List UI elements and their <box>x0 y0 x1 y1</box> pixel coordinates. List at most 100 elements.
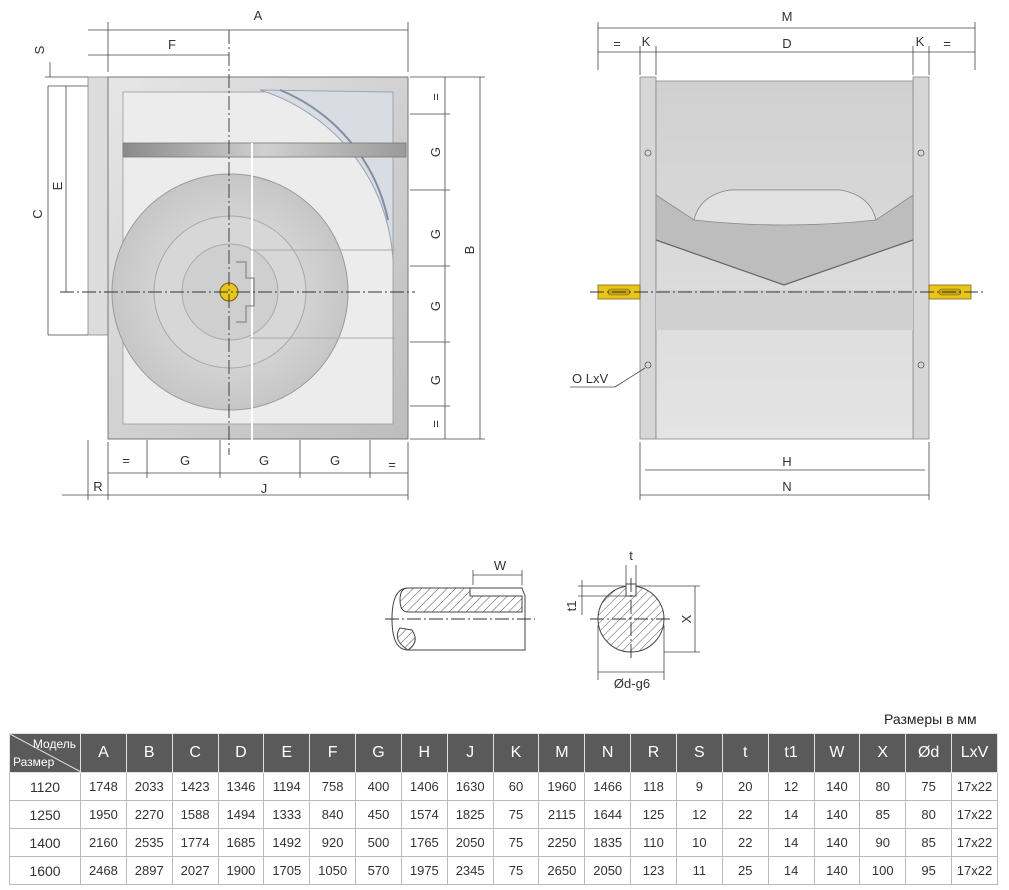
table-cell: 17x22 <box>951 800 998 829</box>
dim-eq-right-top: = <box>428 93 443 101</box>
table-cell: 1960 <box>538 772 586 801</box>
table-cell: 140 <box>813 800 861 829</box>
table-cell: 75 <box>492 856 540 885</box>
table-cell: 1630 <box>446 772 494 801</box>
column-header: X <box>859 733 907 773</box>
corner-diagonal <box>10 734 81 772</box>
dim-c: C <box>30 209 45 218</box>
callout-lxv: O LxV <box>572 371 608 386</box>
column-header: t1 <box>767 733 815 773</box>
table-cell: 2027 <box>171 856 219 885</box>
table-cell: 1574 <box>400 800 448 829</box>
table-cell: 1774 <box>171 828 219 857</box>
dim-g-bottom-3: G <box>330 453 340 468</box>
table-cell: 14 <box>767 800 815 829</box>
dim-k-right: K <box>916 34 925 49</box>
dim-j: J <box>261 481 268 496</box>
dim-k-left: K <box>642 34 651 49</box>
table-cell: 1406 <box>400 772 448 801</box>
table-cell: 1705 <box>263 856 311 885</box>
table-cell: 110 <box>630 828 677 857</box>
dim-w: W <box>494 558 507 573</box>
table-cell: 1950 <box>80 800 127 829</box>
table-cell: 80 <box>905 800 953 829</box>
dim-g-right-2: G <box>428 229 443 239</box>
table-cell: 570 <box>355 856 402 885</box>
dim-g-bottom-1: G <box>180 453 190 468</box>
table-cell: 17x22 <box>951 856 998 885</box>
dim-eq-right-bottom: = <box>428 420 443 428</box>
column-header: S <box>675 733 723 773</box>
dim-g-right-4: G <box>428 375 443 385</box>
row-size-cell: 1250 <box>9 800 81 829</box>
table-cell: 17x22 <box>951 828 998 857</box>
dim-g-right-1: G <box>428 147 443 157</box>
table-cell: 1644 <box>584 800 632 829</box>
column-header: C <box>171 733 219 773</box>
table-cell: 11 <box>675 856 723 885</box>
table-cell: 1492 <box>263 828 311 857</box>
table-cell: 118 <box>630 772 677 801</box>
dim-d-g6: Ød-g6 <box>614 676 650 691</box>
corner-cell: Модель Размер <box>9 733 81 773</box>
table-cell: 9 <box>675 772 723 801</box>
table-cell: 2535 <box>125 828 173 857</box>
table-cell: 2345 <box>446 856 494 885</box>
table-cell: 123 <box>630 856 677 885</box>
table-cell: 2270 <box>125 800 173 829</box>
table-cell: 140 <box>813 828 861 857</box>
shaft-cross-section: t t1 X Ød-g6 <box>564 548 700 691</box>
table-cell: 1194 <box>263 772 311 801</box>
front-view: A F S C E = G G G G = B = G G G = R J <box>30 8 485 500</box>
table-cell: 17x22 <box>951 772 998 801</box>
dim-t1: t1 <box>564 601 579 612</box>
table-cell: 2050 <box>584 856 632 885</box>
table-cell: 85 <box>905 828 953 857</box>
table-cell: 2160 <box>80 828 127 857</box>
table-cell: 100 <box>859 856 907 885</box>
table-cell: 1765 <box>400 828 448 857</box>
shaft-end-detail: W <box>385 558 535 651</box>
table-cell: 1494 <box>217 800 265 829</box>
dim-eq-bottom-right: = <box>388 457 396 472</box>
table-cell: 95 <box>905 856 953 885</box>
column-header: J <box>446 733 494 773</box>
column-header: Ød <box>905 733 953 773</box>
table-cell: 1825 <box>446 800 494 829</box>
table-cell: 2650 <box>538 856 586 885</box>
column-header: N <box>584 733 632 773</box>
table-cell: 90 <box>859 828 907 857</box>
table-cell: 1346 <box>217 772 265 801</box>
dim-eq-bottom-left: = <box>122 453 130 468</box>
table-cell: 140 <box>813 856 861 885</box>
column-header: R <box>630 733 677 773</box>
dim-h: H <box>782 454 791 469</box>
table-cell: 2115 <box>538 800 586 829</box>
dim-f: F <box>168 37 176 52</box>
dim-a: A <box>254 8 263 23</box>
technical-drawing: A F S C E = G G G G = B = G G G = R J <box>30 8 985 691</box>
table-cell: 10 <box>675 828 723 857</box>
column-header: LxV <box>951 733 998 773</box>
table-cell: 1748 <box>80 772 127 801</box>
table-cell: 840 <box>309 800 357 829</box>
dim-eq-top-right: = <box>943 36 951 51</box>
dim-b: B <box>462 246 477 255</box>
table-cell: 920 <box>309 828 357 857</box>
corner-size-label: Размер <box>13 755 55 769</box>
table-cell: 1900 <box>217 856 265 885</box>
column-header: D <box>217 733 265 773</box>
column-header: H <box>400 733 448 773</box>
table-cell: 1588 <box>171 800 219 829</box>
table-cell: 14 <box>767 856 815 885</box>
table-cell: 75 <box>492 828 540 857</box>
table-cell: 85 <box>859 800 907 829</box>
table-cell: 1975 <box>400 856 448 885</box>
row-size-cell: 1400 <box>9 828 81 857</box>
table-cell: 14 <box>767 828 815 857</box>
column-header: W <box>813 733 861 773</box>
column-header: B <box>125 733 173 773</box>
table-cell: 450 <box>355 800 402 829</box>
